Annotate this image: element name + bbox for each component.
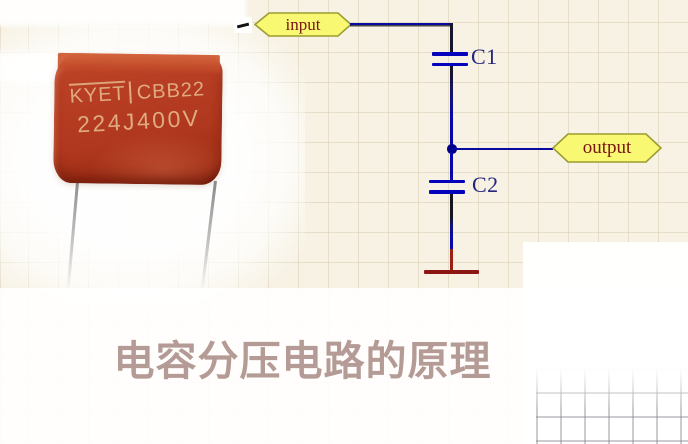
- wire-junction-to-output: [452, 147, 553, 150]
- input-port-label: input: [285, 14, 321, 34]
- wire-junction-to-c2: [450, 152, 453, 180]
- output-port-label: output: [582, 137, 632, 158]
- output-port-hexagon: [552, 133, 662, 163]
- wire-c2-to-ground: [450, 194, 453, 250]
- c1-capacitor-plate-top: [432, 52, 468, 56]
- wire-c1-to-junction: [450, 66, 453, 145]
- c2-capacitor-plate-top: [429, 179, 465, 184]
- white-bottom-band: [0, 288, 688, 444]
- ground-symbol: [424, 269, 479, 275]
- caption-title: 电容分压电路的原理: [113, 337, 492, 385]
- white-patch-left: [0, 52, 56, 84]
- brand-divider: [129, 81, 133, 104]
- wire-corner-to-c1: [450, 23, 453, 53]
- capacitor-brand: KYET: [68, 82, 127, 108]
- capacitor-series: CBB22: [136, 78, 206, 105]
- capacitor-marking: 224J400V: [76, 104, 202, 138]
- ground-stem: [449, 249, 453, 271]
- c2-label: C2: [472, 172, 499, 197]
- capacitor-top-face: [57, 52, 220, 76]
- c1-label: C1: [471, 44, 498, 69]
- c2-capacitor-plate-bottom: [429, 190, 465, 194]
- c1-capacitor-plate-bottom: [432, 62, 468, 67]
- capacitor-print: KYET CBB22 224J400V: [53, 76, 224, 139]
- gray-grid-corner: [536, 368, 688, 444]
- output-port: output: [552, 133, 662, 163]
- wire-input-to-c1: [350, 22, 452, 25]
- capacitor-photo-body: KYET CBB22 224J400V: [53, 52, 224, 186]
- input-port: input: [254, 12, 352, 37]
- white-patch-top: [0, 0, 246, 26]
- junction-dot: [447, 144, 457, 154]
